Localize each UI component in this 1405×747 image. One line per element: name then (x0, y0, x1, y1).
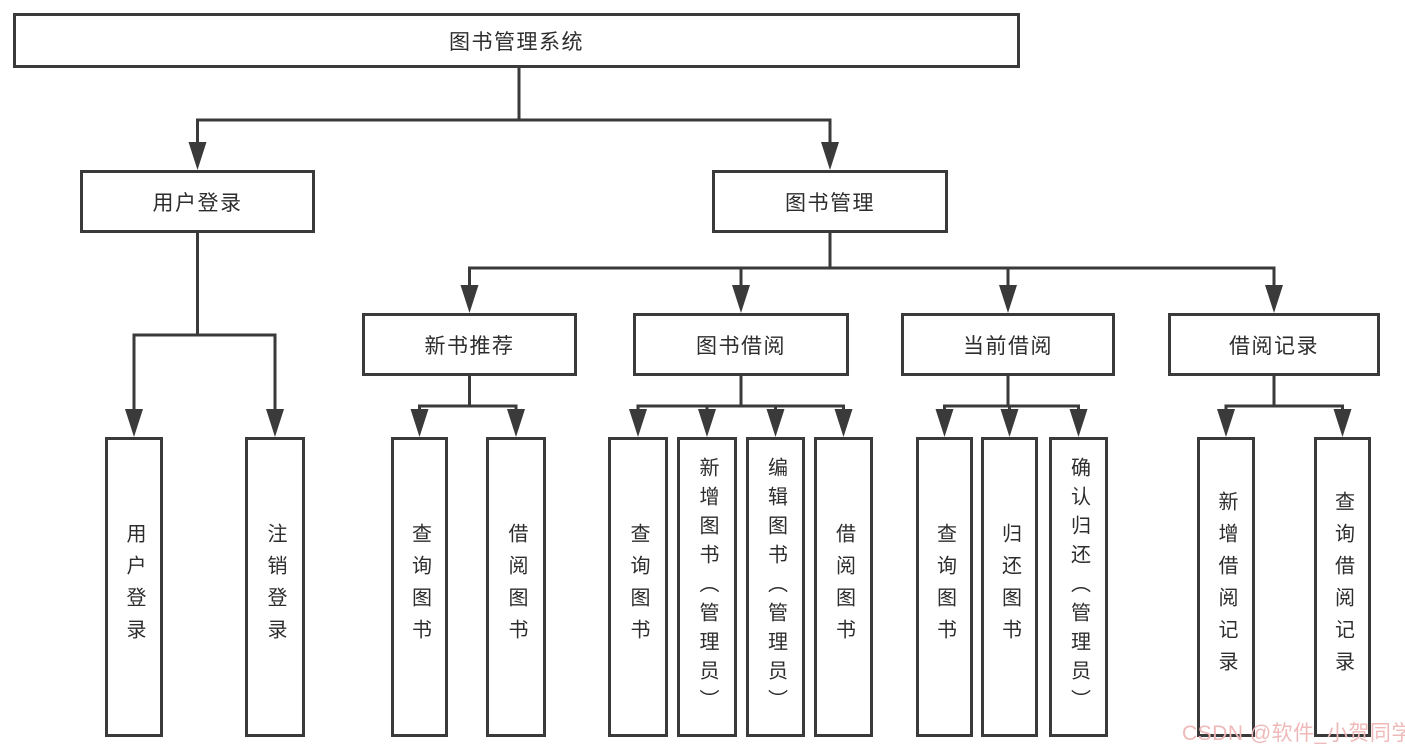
leaf-current-query: 查询图书 (916, 437, 973, 737)
leaf-records-query: 查询借阅记录 (1314, 437, 1371, 737)
node-user-login: 用户登录 (80, 170, 315, 233)
connector-book-management (468, 231, 1276, 291)
node-new-book-recommend: 新书推荐 (362, 313, 577, 376)
watermark: CSDN @软件_小贺同学 (1182, 722, 1405, 745)
leaf-current-confirm-admin: 确认归还（管理员） (1049, 437, 1108, 737)
connector-root (196, 66, 832, 148)
leaf-borrow-borrow: 借阅图书 (814, 437, 873, 737)
leaf-newbook-query: 查询图书 (391, 437, 448, 737)
leaf-user-login: 用户登录 (105, 437, 163, 737)
connector-borrow-records (1224, 374, 1344, 415)
leaf-borrow-query: 查询图书 (608, 437, 668, 737)
node-borrow-records: 借阅记录 (1168, 313, 1380, 376)
node-book-management: 图书管理 (712, 170, 948, 233)
leaf-records-add: 新增借阅记录 (1197, 437, 1255, 737)
connector-book-borrow (636, 374, 845, 415)
connector-current-borrow (943, 374, 1080, 415)
connector-new-book (418, 374, 518, 415)
node-root: 图书管理系统 (13, 13, 1020, 68)
connector-user-login (132, 231, 277, 415)
leaf-newbook-borrow: 借阅图书 (486, 437, 546, 737)
leaf-borrow-edit-admin: 编辑图书（管理员） (746, 437, 805, 737)
leaf-borrow-add-admin: 新增图书（管理员） (677, 437, 737, 737)
leaf-current-return: 归还图书 (981, 437, 1038, 737)
node-current-borrow: 当前借阅 (901, 313, 1115, 376)
leaf-logout: 注销登录 (245, 437, 305, 737)
node-book-borrow: 图书借阅 (633, 313, 849, 376)
